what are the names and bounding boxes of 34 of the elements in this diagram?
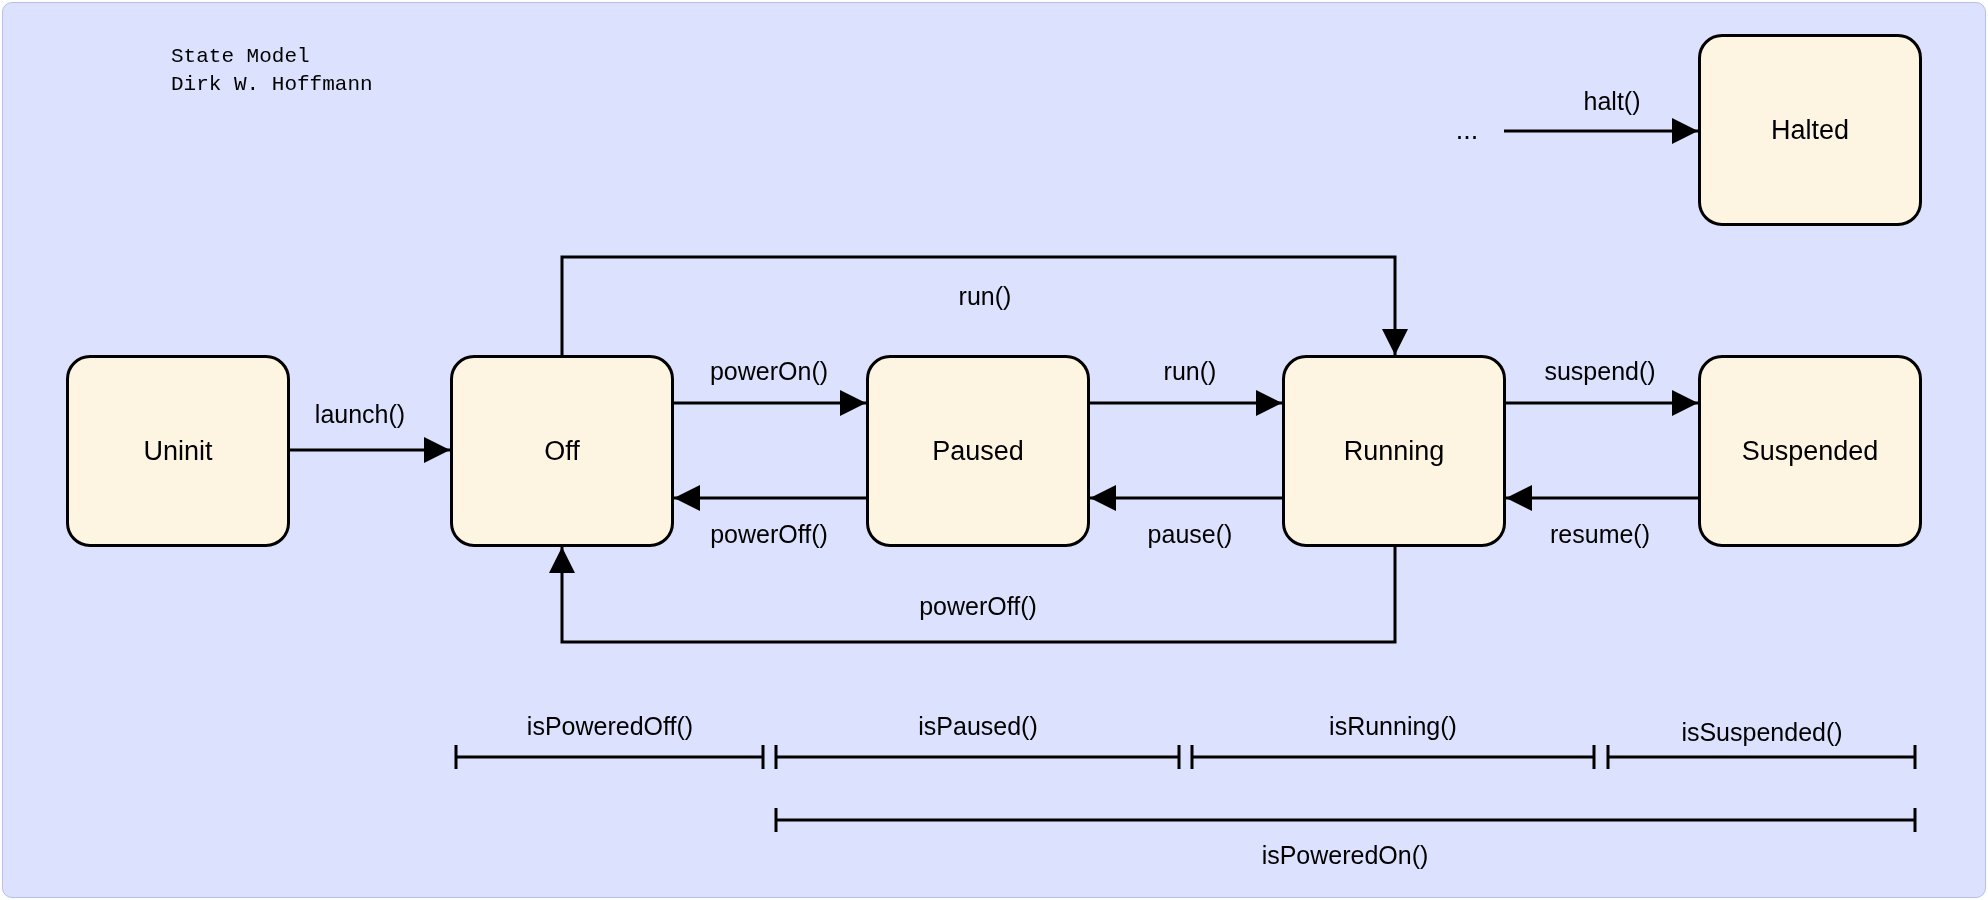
arrow — [1506, 390, 1698, 416]
edge-label: run() — [958, 283, 1012, 311]
arrow — [1090, 485, 1282, 511]
author-name: Dirk W. Hoffmann — [171, 72, 373, 98]
state-box: Halted — [1698, 34, 1922, 226]
state-query-label: isRunning() — [1329, 713, 1457, 741]
state-box: Uninit — [66, 355, 290, 547]
edge-label: resume() — [1550, 521, 1650, 549]
diagram-title: State Model — [171, 44, 310, 70]
state-query-label: isPaused() — [918, 713, 1038, 741]
state-box: Paused — [866, 355, 1090, 547]
arrow — [1504, 118, 1698, 144]
state-box: Off — [450, 355, 674, 547]
state-query-label: isSuspended() — [1681, 719, 1843, 747]
edge-label: powerOn() — [709, 358, 829, 386]
state-box: Suspended — [1698, 355, 1922, 547]
edge-label: pause() — [1147, 521, 1233, 549]
arrow — [290, 437, 450, 463]
edge-label: halt() — [1583, 88, 1641, 116]
arrow — [674, 390, 866, 416]
arrow — [560, 255, 1408, 355]
state-query-label: isPoweredOn() — [1261, 842, 1429, 870]
state-query-label: isPoweredOff() — [526, 713, 694, 741]
edge-label: suspend() — [1544, 358, 1656, 386]
arrow — [674, 485, 866, 511]
edge-label: run() — [1163, 358, 1217, 386]
arrow — [1090, 390, 1282, 416]
state-box: Running — [1282, 355, 1506, 547]
arrow — [549, 547, 1397, 644]
edge-label: launch() — [314, 401, 406, 429]
edge-label: powerOff() — [919, 593, 1037, 621]
edge-label: powerOff() — [710, 521, 828, 549]
ellipsis-text: ... — [1440, 110, 1494, 150]
arrow — [1506, 485, 1698, 511]
